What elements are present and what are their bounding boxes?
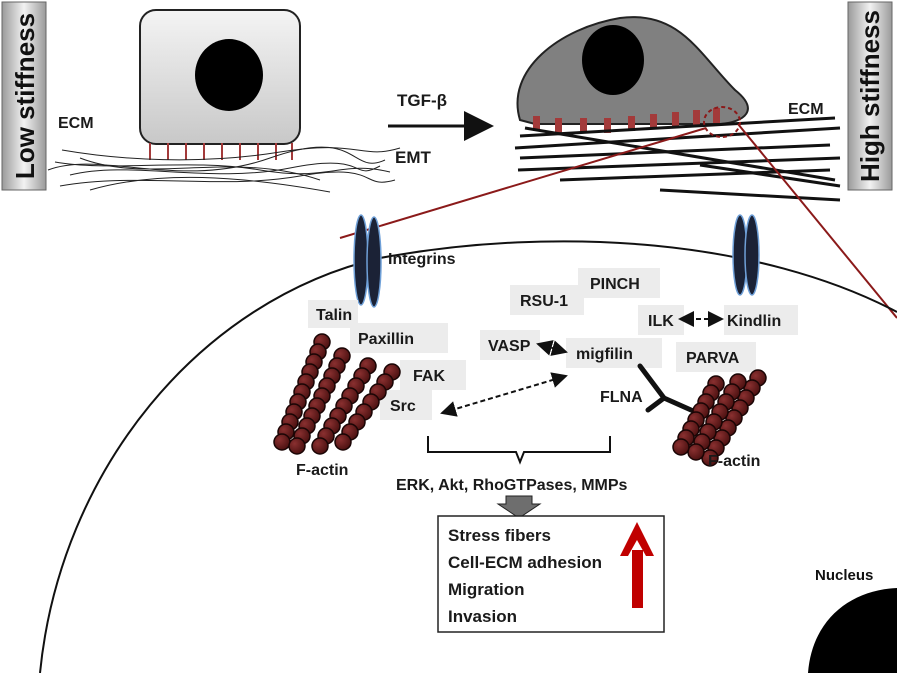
vasp-migfilin-arrow [536,340,568,356]
integrin-left [353,214,382,308]
talin-label: Talin [316,307,352,324]
ecm-fibers-left [47,146,401,193]
mesenchymal-cell [516,16,749,125]
factin-left-label: F-actin [296,462,348,479]
factin-right-label: F-actin [708,453,760,470]
vasp-label: VASP [488,338,531,355]
emt-label: EMT [395,148,432,167]
parva-label: PARVA [686,350,740,367]
actin-bead [311,437,329,455]
outcome-item: Stress fibers [448,526,551,545]
cell-nucleus-right [582,25,644,95]
src-migfilin-arrow [440,372,568,417]
low-stiffness-bar: Low stiffness [1,1,47,191]
src-label: Src [390,398,416,415]
increase-arrow [620,522,654,608]
adhesion-pegs-right [533,108,720,133]
flna-crosslinker [637,363,703,417]
kindlin-label: Kindlin [727,313,781,330]
ecm-fibers-right [514,116,841,202]
outcome-item: Invasion [448,607,517,626]
actin-bead [334,433,352,451]
pinch-label: PINCH [590,276,640,293]
ecm-label-right: ECM [788,101,824,118]
migfilin-label: migfilin [576,346,633,363]
actin-bead [672,438,690,456]
nucleus-shape [808,588,897,673]
ilk-label: ILK [648,313,674,330]
downstream-label: ERK, Akt, RhoGTPases, MMPs [396,477,628,494]
outcome-item: Migration [448,580,525,599]
fak-label: FAK [413,368,445,385]
actin-bead [273,433,291,451]
low-stiffness-label: Low stiffness [10,13,40,179]
factin-left-filaments [273,333,401,455]
actin-bead [288,437,306,455]
integrin-right [732,214,760,296]
zoom-callout [339,106,897,319]
down-arrow [496,495,542,519]
cell-nucleus-left [195,39,263,111]
tgf-beta-label: TGF-β [397,91,447,110]
downstream-bracket [427,436,611,465]
factin-right-filaments [672,369,767,467]
outcome-box [437,515,665,633]
paxillin-label: Paxillin [358,331,414,348]
epithelial-cell [139,9,301,145]
flna-label: FLNA [600,389,643,406]
actin-bead [687,443,705,461]
integrins-label: Integrins [388,251,456,268]
outcome-item: Cell-ECM adhesion [448,553,602,572]
high-stiffness-label: High stiffness [855,10,885,182]
high-stiffness-bar: High stiffness [847,1,893,191]
rsu1-label: RSU-1 [520,293,568,310]
nucleus-label: Nucleus [815,567,873,584]
ecm-label-left: ECM [58,115,94,132]
